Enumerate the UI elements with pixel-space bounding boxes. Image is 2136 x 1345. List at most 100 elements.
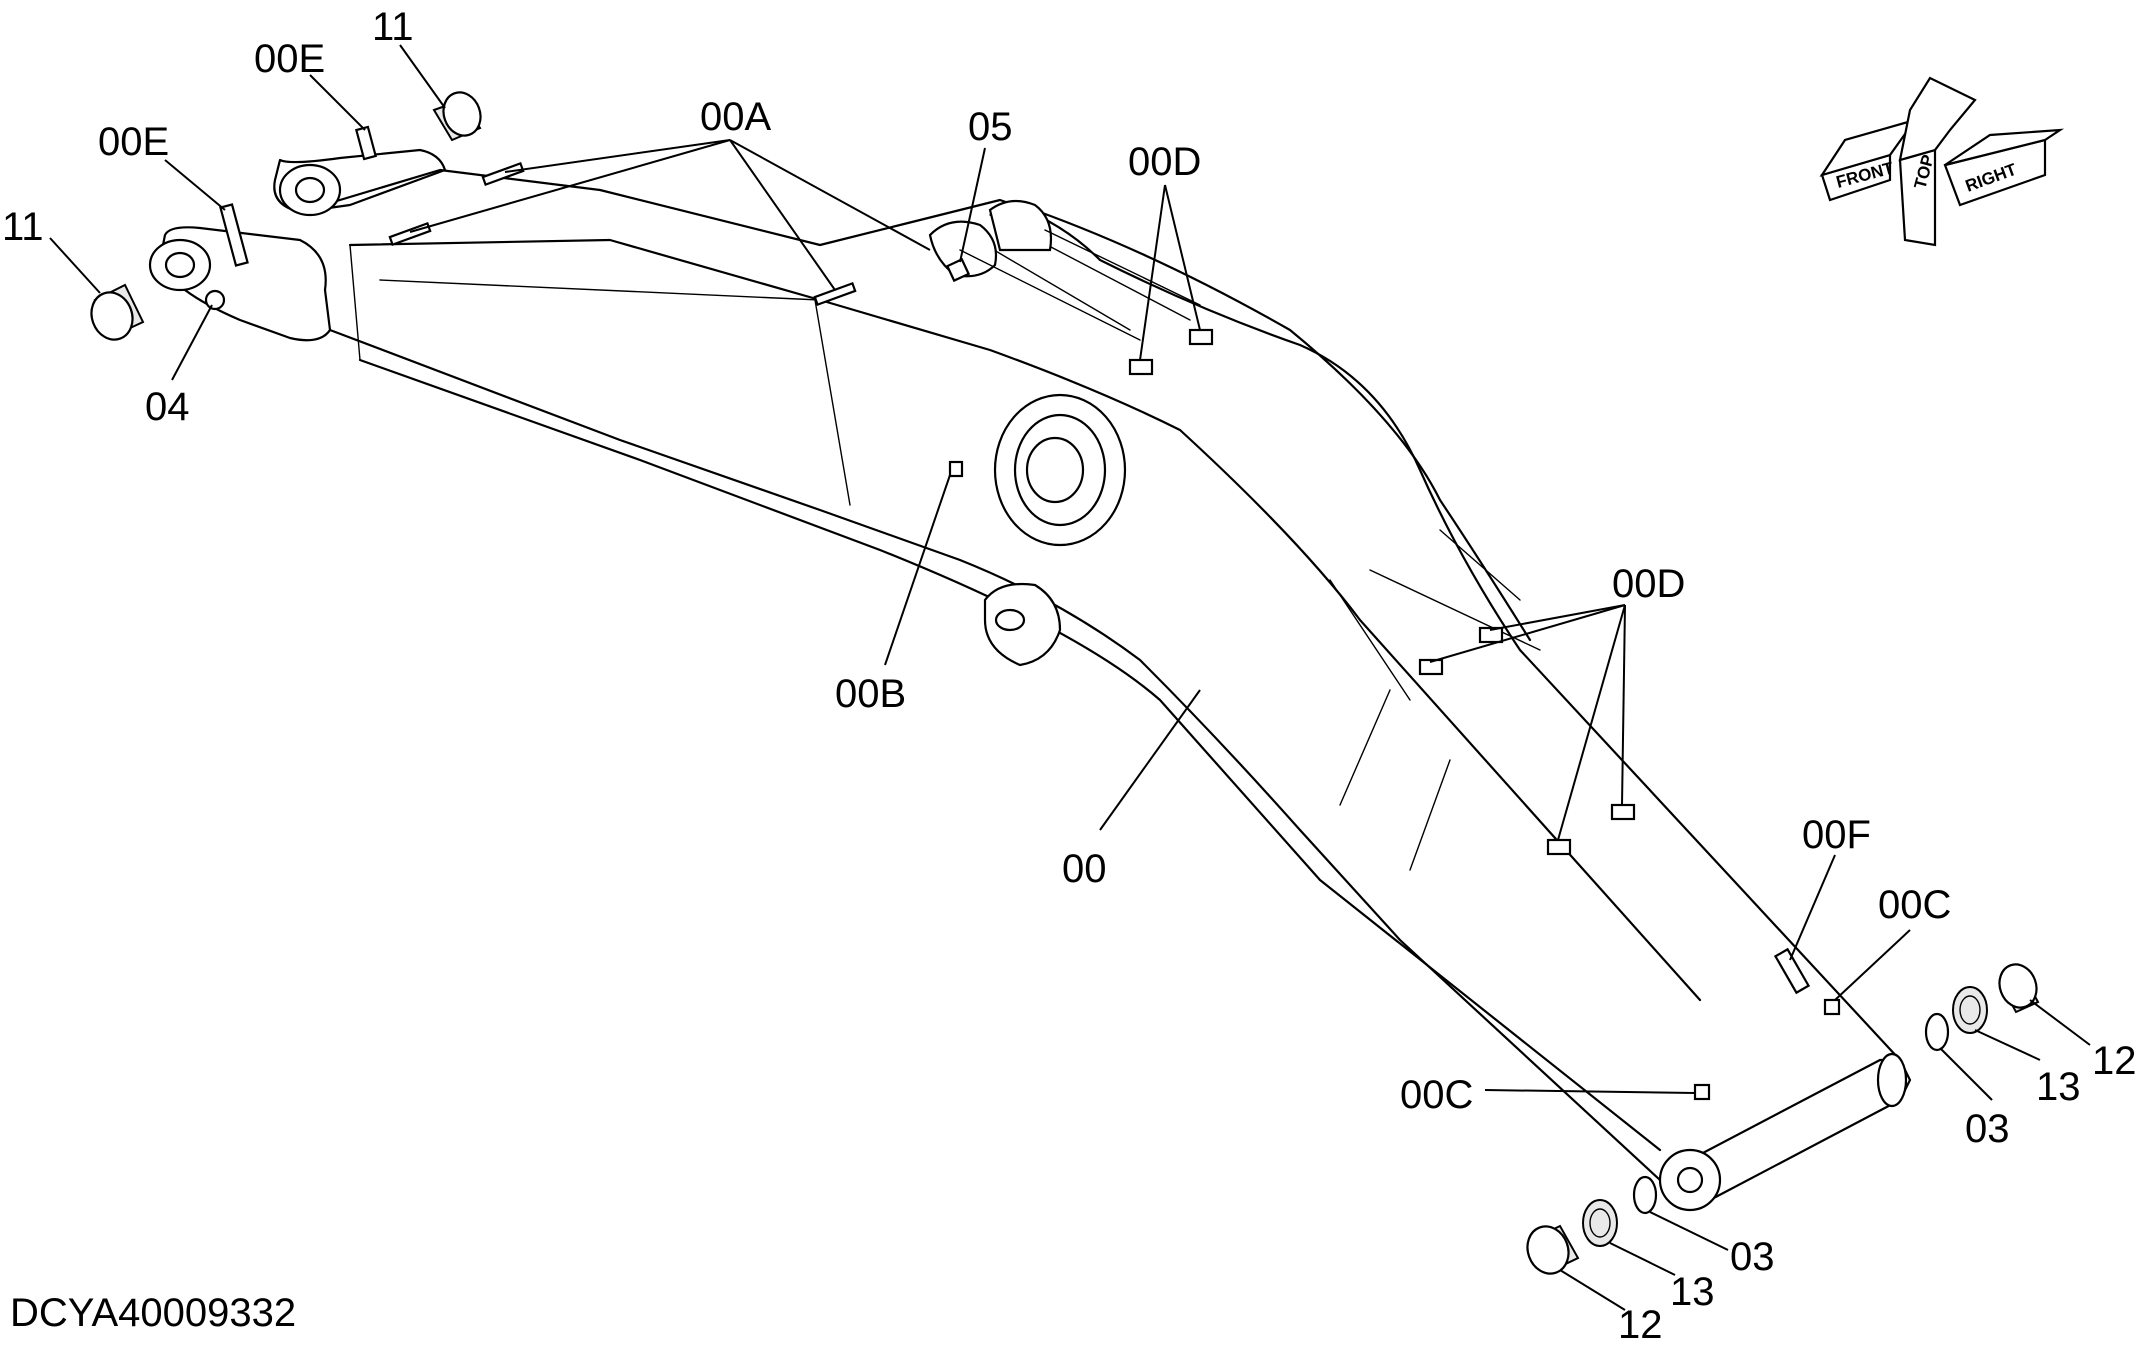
drawing-code: DCYA40009332 [10, 1291, 296, 1335]
pad-00D [1478, 626, 1504, 644]
leader-00D-lower-3 [1557, 604, 1626, 841]
fitting-04 [204, 289, 226, 311]
leader-00D-upper-1 [1139, 184, 1166, 361]
pad-00D [1546, 838, 1572, 856]
callout-12-upper: 12 [2092, 1039, 2136, 1083]
pad-00A [388, 221, 432, 247]
boom-top-far-edge [1018, 203, 1532, 642]
plate-00E-lower [219, 203, 249, 267]
fitting-05 [945, 257, 971, 283]
callout-00E-lower: 00E [98, 120, 169, 164]
panel-line [1409, 759, 1451, 871]
panel-line [1329, 579, 1411, 701]
callout-00E-upper: 00E [254, 37, 325, 81]
boom-inner-edge [348, 238, 1702, 1002]
nose-bore-lower [1676, 1166, 1704, 1194]
callout-labels: 11 00E 00E 11 04 00A 05 00D 00D 00B 00 0… [2, 5, 2136, 1345]
ring-03-upper [1924, 1012, 1950, 1052]
callout-11-upper: 11 [372, 5, 414, 49]
leader-00D-lower-4 [1621, 604, 1626, 806]
leader-00D-upper-2 [1164, 184, 1201, 331]
ring-03-lower [1632, 1175, 1658, 1215]
cylinder-bore-lower [994, 608, 1026, 632]
plate-00E-upper [354, 125, 378, 161]
callout-12-lower: 12 [1618, 1303, 1663, 1345]
seal-13-upper-inner [1959, 995, 1981, 1025]
leader-03-lower [1649, 1211, 1729, 1251]
leader-12-upper [2029, 999, 2091, 1046]
pad-00D [1188, 328, 1214, 346]
callout-00A: 00A [700, 95, 771, 139]
loose-parts [90, 91, 2040, 1275]
leader-11-upper [399, 44, 446, 109]
pad-00D [1418, 658, 1444, 676]
plate-00C [1693, 1083, 1711, 1101]
leader-00A-2 [409, 139, 731, 233]
leader-13-upper [1974, 1029, 2041, 1061]
pad-00D [1610, 803, 1636, 821]
pad-00A [481, 161, 525, 187]
seal-13-lower [1582, 1199, 1618, 1247]
callout-03-lower: 03 [1730, 1235, 1775, 1279]
leader-00D-lower-1 [1429, 604, 1626, 663]
leader-12-lower [1559, 1269, 1626, 1311]
callout-00B: 00B [835, 672, 906, 716]
callout-05: 05 [968, 105, 1013, 149]
plate-00B [948, 460, 964, 478]
top-bracket-right [988, 199, 1053, 252]
pad-00D [1128, 358, 1154, 376]
leader-lines [49, 44, 2091, 1311]
leader-00C-upper [1834, 929, 1911, 1001]
plate-00F [1773, 947, 1811, 995]
leader-00 [1099, 689, 1201, 831]
leader-00A-3 [729, 139, 836, 291]
direction-indicator: FRONT RIGHT TOP [1819, 76, 2065, 247]
plate-00C [1823, 998, 1841, 1016]
callout-03-upper: 03 [1965, 1107, 2010, 1151]
boom-assembly [148, 125, 1912, 1212]
seal-13-upper [1952, 986, 1988, 1034]
callout-00: 00 [1062, 847, 1107, 891]
seal-13-lower-inner [1589, 1208, 1611, 1238]
bushing-11-upper [442, 91, 482, 137]
foot-pin-bore-upper [294, 176, 326, 204]
leader-00F [1789, 854, 1836, 961]
panel-line [1369, 569, 1541, 651]
top-arrow-head [1898, 76, 1977, 162]
leader-11-lower [49, 237, 101, 294]
bracket-rib [1044, 229, 1201, 306]
leader-00E-upper [309, 74, 366, 131]
nose-boss-upper [1876, 1052, 1908, 1108]
center-boss-inner [1025, 436, 1085, 504]
upper-foot-plate [273, 148, 447, 214]
leader-00D-lower-2 [1489, 604, 1626, 631]
leader-00A-4 [729, 139, 931, 251]
callout-04: 04 [145, 385, 190, 429]
bushing-12-upper [1998, 963, 2038, 1009]
pad-00A [813, 281, 857, 307]
callout-00D-upper: 00D [1128, 140, 1201, 184]
bracket-rib [959, 249, 1141, 341]
foot-pin-bore-lower [164, 251, 196, 279]
callout-00C-upper: 00C [1878, 883, 1951, 927]
callout-00F: 00F [1802, 813, 1871, 857]
panel-line [814, 299, 851, 506]
panel-line [1439, 529, 1521, 601]
right-arrow-top [1944, 128, 2065, 167]
callout-11-lower: 11 [2, 205, 44, 249]
leader-00B [884, 474, 951, 666]
callout-13-upper: 13 [2036, 1065, 2081, 1109]
deck-line [379, 279, 821, 301]
leader-00C-lower [1484, 1089, 1696, 1094]
callout-00C-lower: 00C [1400, 1073, 1473, 1117]
leader-00A-1 [504, 139, 731, 173]
boom-top-edge [298, 168, 1902, 1062]
boom-bottom-edge [328, 328, 1702, 1202]
leader-00E-lower [164, 159, 226, 211]
leader-03-upper [1939, 1047, 1993, 1101]
panel-line [349, 244, 361, 361]
callout-00D-lower: 00D [1612, 562, 1685, 606]
leader-05 [959, 147, 986, 263]
leader-13-lower [1609, 1242, 1676, 1276]
